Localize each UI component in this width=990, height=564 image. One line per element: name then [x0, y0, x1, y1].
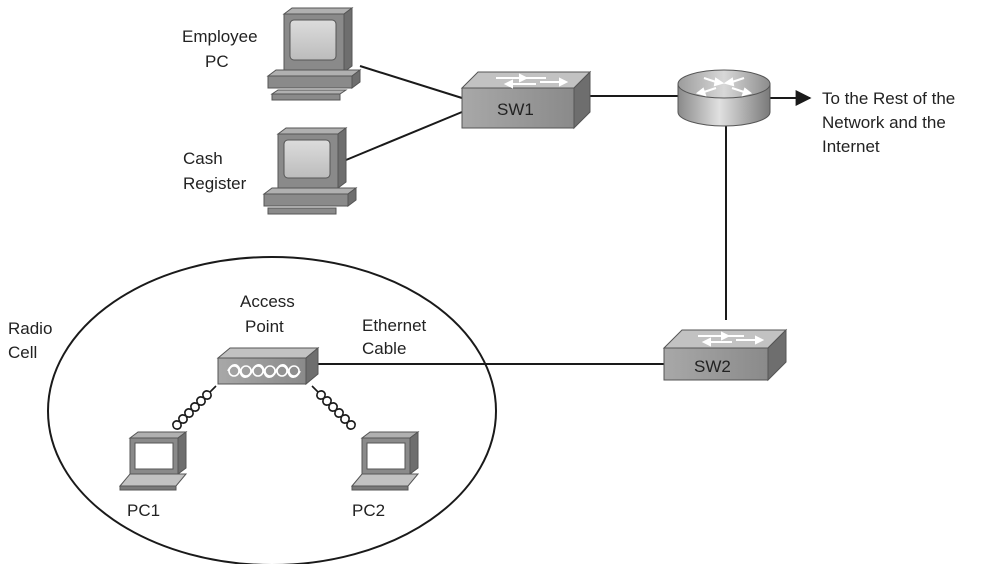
radio-cell-boundary [47, 256, 497, 564]
internet-label-line2: Network and the [822, 113, 946, 132]
radio-cell-label-line2: Cell [8, 343, 37, 362]
employee-pc-label-line2: PC [205, 52, 229, 71]
pc2-label: PC2 [352, 501, 385, 520]
wireless-signal-icon-left [172, 385, 217, 430]
employee-pc-icon[interactable] [266, 7, 362, 101]
wireless-signal-icon-right [311, 385, 356, 430]
radio-cell-label-line1: Radio [8, 319, 52, 338]
sw2-label: SW2 [694, 357, 731, 376]
cash-register-label-line2: Register [183, 174, 247, 193]
sw2-switch-icon[interactable] [662, 328, 788, 382]
link-cash-register-sw1 [345, 111, 463, 161]
ethernet-cable-label-line1: Ethernet [362, 316, 427, 335]
pc1-laptop-icon[interactable] [118, 431, 188, 491]
internet-label-line3: Internet [822, 137, 880, 156]
pc1-label: PC1 [127, 501, 160, 520]
sw1-label: SW1 [497, 100, 534, 119]
access-point-label-line2: Point [245, 317, 284, 336]
employee-pc-label-line1: Employee [182, 27, 258, 46]
internet-label-line1: To the Rest of the [822, 89, 955, 108]
sw1-switch-icon[interactable] [460, 70, 592, 130]
cash-register-label-line1: Cash [183, 149, 223, 168]
access-point-label-line1: Access [240, 292, 295, 311]
link-employee-pc-sw1 [359, 65, 463, 99]
ethernet-cable-label-line2: Cable [362, 339, 406, 358]
cash-register-icon[interactable] [262, 127, 358, 215]
router-icon[interactable] [677, 69, 771, 127]
pc2-laptop-icon[interactable] [350, 431, 420, 491]
access-point-icon[interactable] [216, 346, 320, 386]
